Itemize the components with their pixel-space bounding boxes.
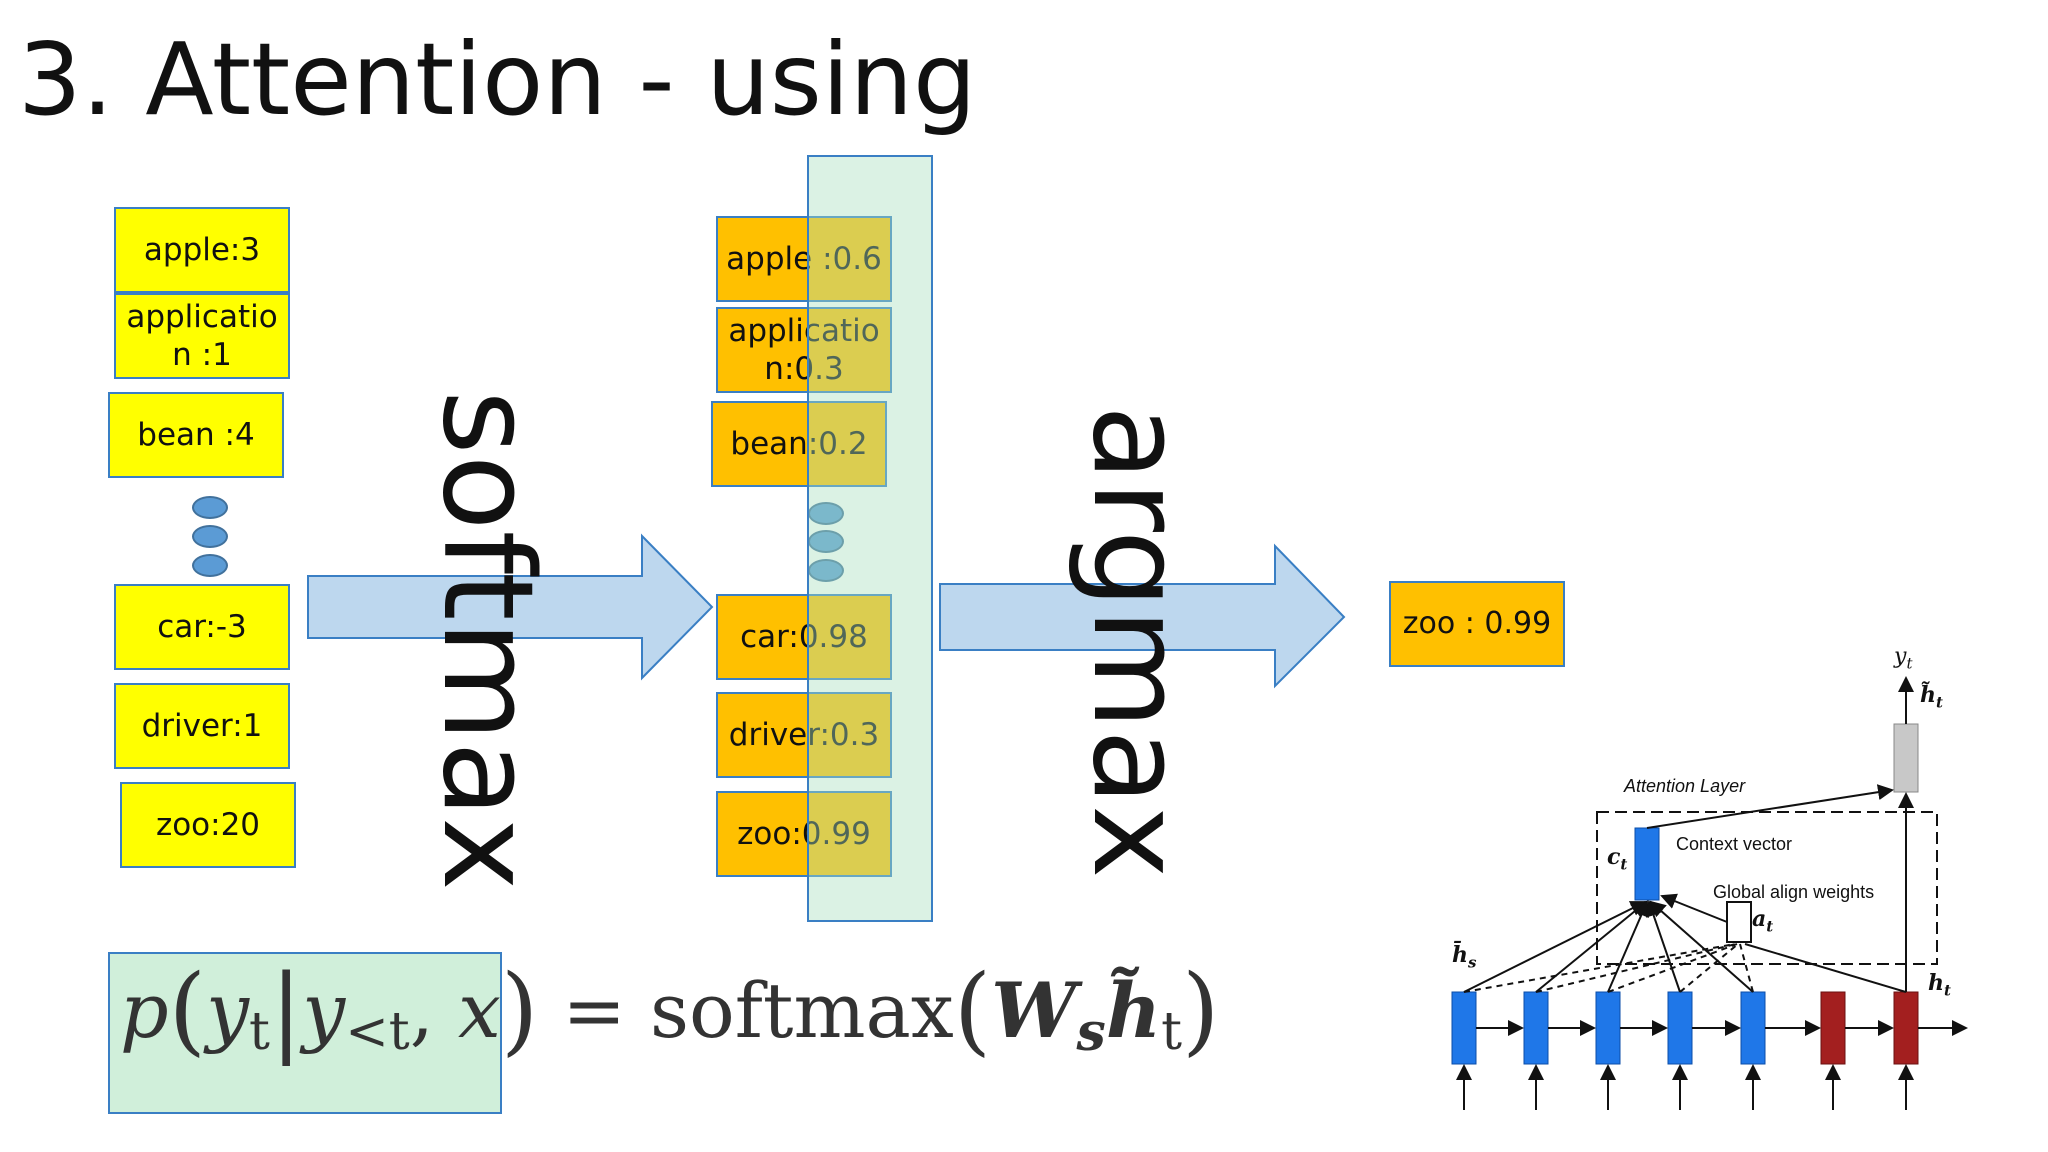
formula-comma: , [409,965,459,1055]
var-yt: yt [1894,644,1913,673]
prob-box-bean: bean:0.2 [711,401,887,487]
formula-equals: = [562,965,627,1055]
softmax-label: softmax [415,390,559,891]
formula-sub-lt: <t [345,1002,410,1062]
argmax-arrow [939,543,1346,689]
score-box-car: car:-3 [114,584,290,670]
formula-y2: y [302,965,346,1055]
formula-W: W [991,965,1077,1055]
var-at: at [1752,906,1774,936]
ellipsis-dot [808,502,844,525]
prob-box-apple: apple :0.6 [716,216,892,302]
formula-paren-open2: ( [953,954,992,1066]
formula-paren-close: ) [500,954,539,1066]
formula-bar: | [269,954,303,1066]
argmax-label: argmax [1065,405,1209,879]
ellipsis-dot [192,554,228,577]
score-box-driver: driver:1 [114,683,290,769]
attention-layer-label: Attention Layer [1624,776,1746,796]
formula-sub-s: s [1076,1001,1106,1063]
var-ht: ht [1928,970,1951,1000]
formula-paren-open: ( [168,954,207,1066]
formula-h: h̃ [1105,965,1162,1055]
ellipsis-dot [192,496,228,519]
softmax-formula: p ( y t | y <t , x ) = softmax ( W s h̃ … [120,954,1220,1066]
formula-x: x [458,965,501,1055]
formula-p: p [120,965,169,1055]
attention-diagram-svg [1451,676,1968,1110]
align-weights-label: Global align weights [1713,882,1875,902]
score-box-application: applicatio n :1 [114,293,290,379]
formula-paren-close2: ) [1181,954,1220,1066]
context-vector-label: Context vector [1676,834,1793,854]
ellipsis-dot [808,559,844,582]
slide-title: 3. Attention - using [18,21,977,138]
score-box-zoo: zoo:20 [120,782,296,868]
attention-diagram: Attention Layer Context vector Global al… [1400,640,1990,1120]
prob-box-application: applicatio n:0.3 [716,307,892,393]
formula-highlight [108,952,502,1114]
score-box-bean: bean :4 [108,392,284,478]
ellipsis-dot [808,530,844,553]
formula-sub-t: t [249,1002,270,1062]
prob-box-driver: driver:0.3 [716,692,892,778]
prob-box-zoo: zoo:0.99 [716,791,892,877]
formula-softmax: softmax [650,965,954,1055]
highlight-column [807,155,933,922]
var-htilde: h̃t [1920,682,1943,712]
prob-box-car: car:0.98 [716,594,892,680]
var-ct: ct [1607,844,1628,874]
softmax-arrow [307,533,714,681]
ellipsis-dot [192,525,228,548]
formula-y: y [206,965,250,1055]
result-box: zoo : 0.99 [1389,581,1565,667]
formula-sub-t2: t [1161,1002,1182,1062]
score-box-apple: apple:3 [114,207,290,293]
var-hs: h̄s [1452,942,1477,972]
